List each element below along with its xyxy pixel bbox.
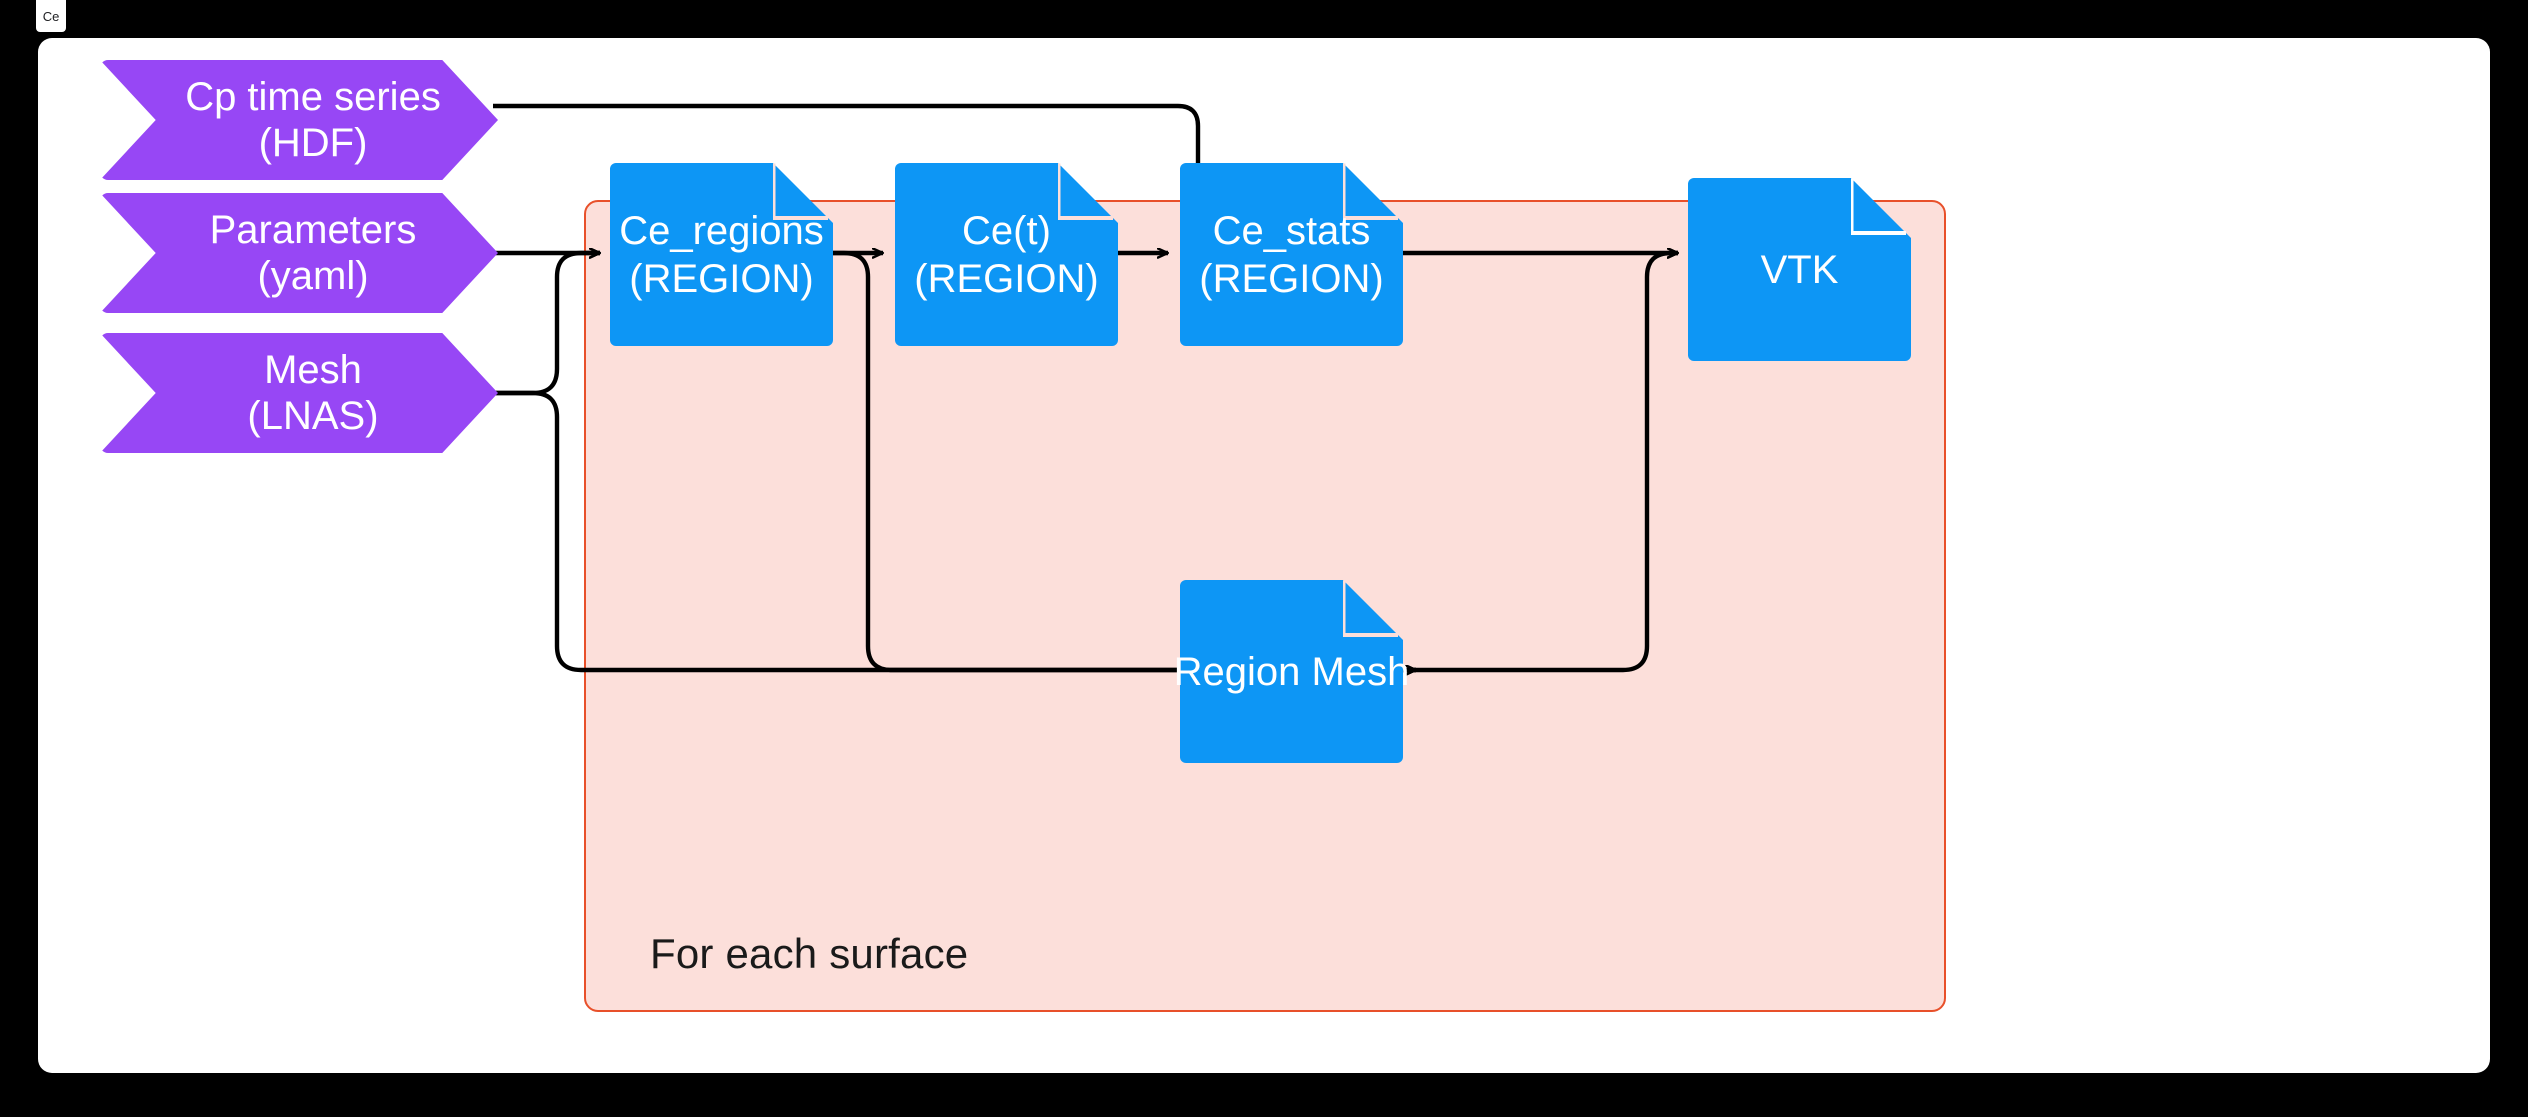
node-ce-stats[interactable]: Ce_stats (REGION) <box>1180 163 1403 346</box>
input-parameters-line2: (yaml) <box>257 254 369 298</box>
node-ce-regions-body <box>610 163 833 346</box>
document-fold-icon <box>1851 178 1906 235</box>
input-parameters-line1: Parameters <box>209 208 417 252</box>
node-ce-regions-line1: Ce_regions <box>619 208 824 253</box>
node-vtk-body <box>1688 178 1911 361</box>
input-mesh[interactable]: Mesh (LNAS) <box>100 333 498 453</box>
document-fold-icon <box>1343 163 1398 220</box>
node-ce-stats-line2: (REGION) <box>1199 256 1384 301</box>
browser-tab-label: Ce <box>42 8 60 24</box>
input-parameters[interactable]: Parameters (yaml) <box>100 193 498 313</box>
node-ce-t-body <box>895 163 1118 346</box>
node-ce-stats-body <box>1180 163 1403 346</box>
node-vtk[interactable]: VTK <box>1688 178 1911 361</box>
input-cp-time-series[interactable]: Cp time series (HDF) <box>100 60 498 180</box>
flowchart: For each surface <box>38 38 2490 1073</box>
node-ce-t-line1: Ce(t) <box>962 208 1051 253</box>
browser-tab-chip[interactable]: Ce <box>36 0 66 32</box>
node-region-mesh-line1: Region Mesh <box>1173 649 1410 694</box>
group-label-for-each-surface: For each surface <box>650 930 969 977</box>
node-region-mesh[interactable]: Region Mesh <box>1174 580 1409 763</box>
input-mesh-line1: Mesh <box>264 348 362 392</box>
node-ce-t[interactable]: Ce(t) (REGION) <box>895 163 1118 346</box>
node-vtk-line1: VTK <box>1760 247 1839 292</box>
document-fold-icon <box>773 163 828 220</box>
node-ce-regions-line2: (REGION) <box>629 256 814 301</box>
node-region-mesh-body <box>1180 580 1403 763</box>
input-cp-time-series-line1: Cp time series <box>185 75 441 119</box>
document-fold-icon <box>1343 580 1398 637</box>
input-cp-time-series-line2: (HDF) <box>258 121 368 165</box>
diagram-canvas: For each surface <box>38 38 2490 1073</box>
node-ce-stats-line1: Ce_stats <box>1212 208 1371 253</box>
document-fold-icon <box>1058 163 1113 220</box>
node-ce-t-line2: (REGION) <box>914 256 1099 301</box>
node-ce-regions[interactable]: Ce_regions (REGION) <box>610 163 833 346</box>
input-mesh-line2: (LNAS) <box>247 394 379 438</box>
